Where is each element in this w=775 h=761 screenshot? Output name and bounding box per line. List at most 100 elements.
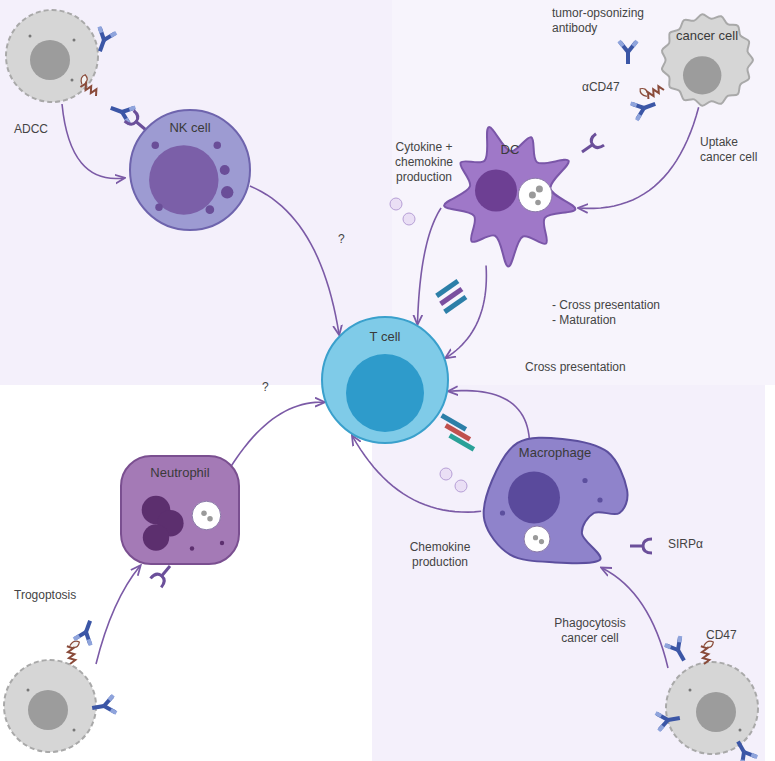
- antibody: [631, 95, 659, 120]
- antibody: [665, 636, 692, 665]
- annotation-label: Trogoptosis: [14, 588, 76, 603]
- illustration-part: [29, 35, 32, 38]
- panel: [372, 385, 765, 761]
- edge-label: Chemokine production: [400, 540, 480, 570]
- cell-node: Neutrophil: [120, 455, 240, 565]
- organelle: [149, 145, 218, 214]
- illustration-part: [689, 689, 692, 692]
- organelle: [539, 539, 544, 544]
- annotation-label: SIRPα: [668, 537, 703, 552]
- illustration-part: [130, 110, 250, 230]
- cd47-receptor: [639, 79, 664, 101]
- illustration-part: [28, 690, 68, 730]
- illustration-part: [73, 39, 76, 42]
- fc-receptor: [578, 134, 604, 158]
- arrow-connector: [226, 402, 324, 474]
- organelle: [220, 165, 230, 175]
- annotation-label: ADCC: [14, 122, 48, 137]
- organelle: [500, 510, 505, 515]
- edge-label: ?: [262, 380, 269, 395]
- edge-label: Cytokine + chemokine production: [386, 140, 462, 185]
- organelle: [533, 535, 538, 540]
- cd47-receptor: [66, 640, 83, 664]
- sirpa-receptor: [630, 539, 652, 553]
- organelle: [582, 478, 587, 483]
- tcr-mhc: [440, 413, 475, 451]
- cytokine: [390, 198, 402, 210]
- illustration-part: [6, 10, 98, 102]
- cancer-cell: [666, 662, 758, 754]
- antibody: [91, 695, 117, 717]
- illustration-part: [444, 127, 575, 266]
- organelle: [155, 203, 162, 210]
- edge-label: ?: [338, 232, 345, 247]
- illustration-part: [73, 729, 76, 732]
- organelle: [683, 56, 721, 94]
- organelle: [221, 186, 233, 198]
- arrow-connector: [446, 265, 486, 357]
- organelle: [346, 354, 424, 432]
- organelle: [536, 186, 543, 193]
- annotation-label: Phagocytosis cancer cell: [546, 616, 634, 646]
- organelle: [206, 205, 215, 214]
- illustration-part: [121, 456, 239, 564]
- organelle: [207, 516, 213, 522]
- illustration-part: [739, 729, 742, 732]
- edge-label: Cross presentation: [525, 360, 626, 375]
- antibody: [74, 618, 99, 646]
- antibody: [108, 99, 136, 124]
- organelle: [524, 526, 550, 552]
- cell-node: T cell: [320, 315, 450, 445]
- illustration-part: [666, 662, 758, 754]
- illustration-part: [696, 692, 736, 732]
- arrow-connector: [449, 391, 529, 439]
- illustration-part: [322, 317, 448, 443]
- annotation-label: CD47: [706, 628, 737, 643]
- organelle: [143, 524, 169, 550]
- organelle: [214, 141, 221, 148]
- adcc-arrow: [62, 104, 124, 179]
- annotation-label: αCD47: [582, 80, 620, 95]
- cd47-receptor: [77, 74, 102, 96]
- edge-label: - Cross presentation - Maturation: [552, 298, 665, 328]
- organelle: [475, 170, 517, 212]
- illustration-part: [448, 433, 475, 451]
- organelle: [508, 471, 560, 523]
- cell-label: Neutrophil: [150, 465, 209, 480]
- antibody: [656, 709, 682, 731]
- panel: [0, 0, 392, 385]
- organelle: [201, 511, 207, 517]
- cell-node: Macrophage: [480, 435, 630, 565]
- organelle: [529, 192, 536, 199]
- illustration-part: [662, 14, 753, 106]
- panel: [392, 0, 775, 385]
- cell-label: DC: [501, 142, 520, 157]
- cell-label: cancer cell: [676, 28, 738, 43]
- organelle: [535, 200, 541, 206]
- antibody: [91, 27, 116, 55]
- chemokine: [455, 480, 467, 492]
- cell-outline: [659, 12, 755, 108]
- cell-label: T cell: [370, 329, 401, 344]
- fc-receptor: [150, 562, 175, 588]
- annotation-label: tumor-opsonizing antibody: [552, 6, 654, 36]
- trogoptosis-arrow: [96, 566, 140, 664]
- illustration-part: [71, 79, 74, 82]
- cancer-cell: [4, 660, 96, 752]
- organelle: [220, 541, 224, 545]
- organelle: [192, 501, 221, 530]
- arrow-connector: [418, 208, 442, 324]
- arrow-connector: [353, 436, 482, 512]
- cancer-cell: [6, 10, 98, 102]
- arrow-connector: [250, 186, 339, 334]
- illustration-part: [484, 438, 628, 564]
- antibody: [619, 41, 637, 64]
- edge-label: Uptake cancer cell: [700, 135, 764, 165]
- tcr-mhc: [435, 279, 467, 314]
- cell-node: cancer cell: [659, 12, 755, 108]
- cell-label: NK cell: [169, 120, 210, 135]
- chemokine: [440, 468, 452, 480]
- cell-node: DC: [440, 120, 580, 270]
- organelle: [518, 178, 552, 212]
- organelle: [152, 141, 159, 148]
